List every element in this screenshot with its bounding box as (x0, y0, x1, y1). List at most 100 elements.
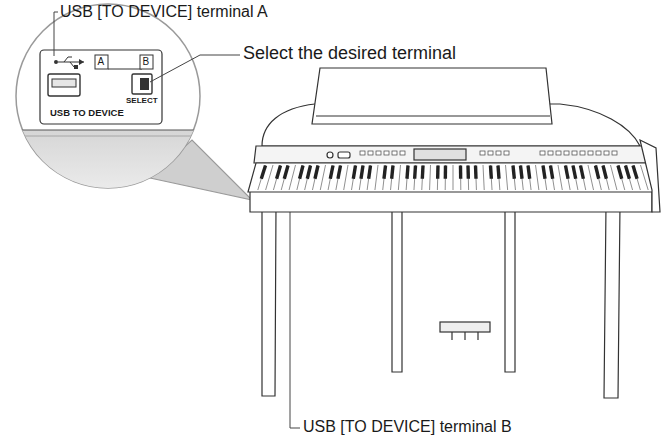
key-line (367, 165, 370, 190)
callout-label: USB [TO DEVICE] terminal A (60, 3, 268, 21)
key-line (320, 165, 325, 190)
button-label: SELECT (126, 97, 158, 106)
panel-label: USB TO DEVICE (50, 108, 124, 118)
panel-button (384, 151, 389, 155)
black-key (603, 166, 606, 179)
black-key (444, 166, 448, 179)
panel-button (540, 151, 545, 155)
key-line (626, 165, 633, 190)
black-key (573, 166, 576, 179)
black-key (384, 166, 386, 179)
black-key (466, 166, 470, 179)
callout-label: USB [TO DEVICE] terminal B (303, 418, 512, 436)
black-key (596, 166, 599, 179)
panel-button (400, 151, 405, 155)
black-key (521, 166, 523, 179)
black-key (361, 166, 363, 179)
zoom-detail (0, 50, 220, 210)
panel-button (588, 151, 593, 155)
panel-button (612, 151, 617, 155)
black-key (551, 166, 553, 179)
black-key (633, 166, 637, 179)
panel-button (392, 151, 397, 155)
black-key (543, 166, 545, 179)
key-line (437, 165, 439, 190)
key-line (336, 165, 341, 190)
panel-button (572, 151, 577, 155)
key-line (453, 165, 454, 190)
key-line (414, 165, 416, 190)
key-line (383, 165, 386, 190)
key-line (281, 165, 288, 190)
key-line (398, 165, 400, 190)
black-key (489, 166, 493, 179)
key-line (498, 165, 500, 190)
panel-button (504, 151, 509, 155)
key-line (528, 165, 531, 190)
key-line (543, 165, 547, 190)
key-line (468, 165, 470, 190)
key-line (551, 165, 555, 190)
key-line (558, 165, 562, 190)
key-line (573, 165, 578, 190)
leader-line (54, 12, 58, 56)
panel-button (580, 151, 585, 155)
key-line (429, 165, 431, 190)
black-key (581, 166, 584, 179)
key-line (266, 165, 273, 190)
digital-piano (248, 68, 660, 398)
panel-button (564, 151, 569, 155)
black-key (618, 166, 622, 179)
key-line (391, 165, 393, 190)
key-line (289, 165, 295, 190)
black-key (513, 166, 514, 179)
black-key (566, 166, 569, 179)
black-key (392, 166, 393, 179)
black-key (277, 166, 281, 179)
key-line (611, 165, 617, 190)
key-line (406, 165, 408, 190)
key-line (297, 165, 303, 190)
black-key (369, 166, 371, 179)
key-line (445, 165, 446, 190)
panel-button (548, 151, 553, 155)
panel-button (596, 151, 601, 155)
keyboard-keys (258, 165, 648, 190)
black-key (421, 166, 425, 179)
black-key (307, 166, 310, 179)
key-line (588, 165, 594, 190)
key-line (258, 165, 266, 190)
callout-label: Select the desired terminal (243, 44, 456, 64)
black-key (300, 166, 303, 179)
key-line (352, 165, 356, 190)
panel-button (604, 151, 609, 155)
key-line (359, 165, 363, 190)
black-key (626, 166, 630, 179)
panel-button (480, 151, 485, 155)
key-line (521, 165, 524, 190)
key-line (460, 165, 461, 190)
panel-button (368, 151, 373, 155)
terminal-letter: B (143, 56, 150, 67)
key-line (422, 165, 423, 190)
black-key (528, 166, 530, 179)
key-line (603, 165, 609, 190)
black-key (498, 166, 499, 179)
black-key (353, 166, 355, 179)
key-line (328, 165, 333, 190)
key-line (273, 165, 280, 190)
panel-button (376, 151, 381, 155)
panel-button (360, 151, 365, 155)
key-line (513, 165, 515, 190)
terminal-letter: A (98, 56, 105, 67)
key-line (536, 165, 539, 190)
key-line (305, 165, 311, 190)
key-line (375, 165, 378, 190)
key-line (633, 165, 640, 190)
black-key (474, 166, 478, 179)
key-line (596, 165, 602, 190)
leader-line (290, 200, 300, 428)
panel-button (496, 151, 501, 155)
panel-button (556, 151, 561, 155)
